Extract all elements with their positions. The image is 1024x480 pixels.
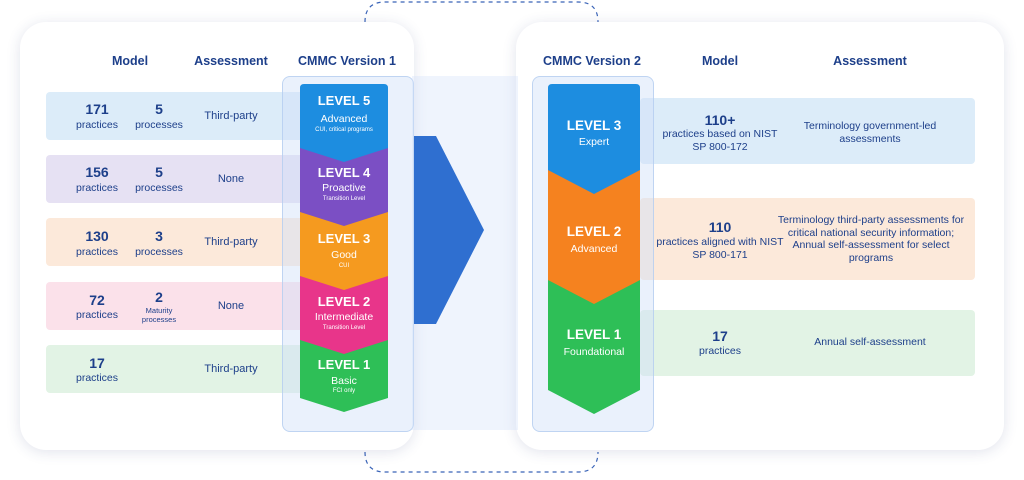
- v1-level2-note: Transition Level: [322, 325, 366, 331]
- v1-level5-shape: [300, 84, 388, 164]
- v1-level4-shape: [300, 148, 388, 228]
- v1-row5-assessment: Third-party: [204, 363, 258, 375]
- v1-header-version: CMMC Version 1: [298, 54, 396, 68]
- v1-row3-practices-num: 130: [85, 228, 109, 244]
- v2-row-band-2: [640, 198, 975, 280]
- v1-row4-processes-num: 2: [155, 289, 163, 305]
- v1-row2-processes-num: 5: [155, 164, 163, 180]
- v1-header-assessment: Assessment: [194, 54, 268, 68]
- v1-level5-name: Advanced: [320, 113, 368, 125]
- v1-row5-practices-num: 17: [89, 355, 105, 371]
- v2-row2-num: 110: [708, 219, 732, 235]
- v2-level2-title: LEVEL 2: [566, 224, 622, 239]
- v1-level1-name: Basic: [331, 375, 357, 387]
- v2-level1-name: Foundational: [563, 346, 625, 358]
- v1-row4-processes-label: Maturity processes: [141, 306, 177, 324]
- v2-level2-name: Advanced: [570, 243, 618, 255]
- v1-level1-note: FCI only: [332, 388, 356, 394]
- v2-row3-assessment: Annual self-assessment: [814, 336, 926, 348]
- v2-row3-num: 17: [712, 328, 728, 344]
- v1-row1-assessment: Third-party: [204, 110, 258, 122]
- v2-row3-model: practices: [698, 345, 741, 357]
- v1-row5-practices-label: practices: [75, 372, 118, 384]
- v1-row4-practices-num: 72: [89, 292, 105, 308]
- v2-header-model: Model: [701, 54, 739, 68]
- v1-row3-practices-label: practices: [75, 246, 118, 258]
- v2-row-band-1: [640, 98, 975, 164]
- v1-row1-practices-num: 171: [85, 101, 109, 117]
- v2-header-assessment: Assessment: [833, 54, 907, 68]
- v1-row2-assessment: None: [217, 173, 245, 185]
- v2-row1-model: practices based on NIST SP 800-172: [662, 128, 778, 153]
- v1-level3-title: LEVEL 3: [317, 231, 371, 246]
- v1-level5-note: CUI, critical programs: [315, 127, 373, 133]
- v1-row1-practices-label: practices: [75, 119, 118, 131]
- v1-row2-practices-label: practices: [75, 182, 118, 194]
- v2-level2-shape: [548, 170, 640, 306]
- v1-level1-title: LEVEL 1: [317, 357, 371, 372]
- v1-level2-title: LEVEL 2: [317, 294, 371, 309]
- v1-level4-title: LEVEL 4: [317, 165, 371, 180]
- v1-row1-processes-num: 5: [155, 101, 163, 117]
- v2-level3-shape: [548, 84, 640, 196]
- v1-level3-shape: [300, 212, 388, 292]
- v1-level4-name: Proactive: [322, 182, 366, 194]
- v1-level4-note: Transition Level: [322, 196, 366, 202]
- v1-row3-processes-num: 3: [155, 228, 163, 244]
- v2-row1-assessment: Terminology government-led assessments: [803, 120, 937, 145]
- v2-level3-name: Expert: [578, 136, 610, 148]
- v1-row2-practices-num: 156: [85, 164, 109, 180]
- v2-level1-title: LEVEL 1: [566, 327, 622, 342]
- v1-row2-processes-label: processes: [135, 182, 183, 194]
- v1-level2-name: Intermediate: [314, 311, 374, 323]
- v1-row3-processes-label: processes: [135, 246, 183, 258]
- v2-header-version: CMMC Version 2: [543, 54, 641, 68]
- v1-row4-practices-label: practices: [75, 309, 118, 321]
- v1-level3-note: CUI: [338, 263, 350, 269]
- v1-level1-shape: [300, 340, 388, 412]
- v1-header-model: Model: [111, 54, 149, 68]
- v1-level3-name: Good: [331, 249, 357, 261]
- v1-row1-processes-label: processes: [135, 119, 183, 131]
- v1-row3-assessment: Third-party: [204, 236, 258, 248]
- v2-row-band-3: [640, 310, 975, 376]
- v2-row2-assessment: Terminology third-party assessments for …: [777, 214, 965, 264]
- v1-row4-assessment: None: [217, 300, 245, 312]
- v2-level3-title: LEVEL 3: [566, 118, 622, 133]
- v1-level5-title: LEVEL 5: [317, 93, 371, 108]
- v2-level1-shape: [548, 280, 640, 414]
- v2-row2-model: practices aligned with NIST SP 800-171: [656, 236, 784, 261]
- v2-row1-num: 110+: [704, 112, 736, 128]
- v1-level2-shape: [300, 276, 388, 356]
